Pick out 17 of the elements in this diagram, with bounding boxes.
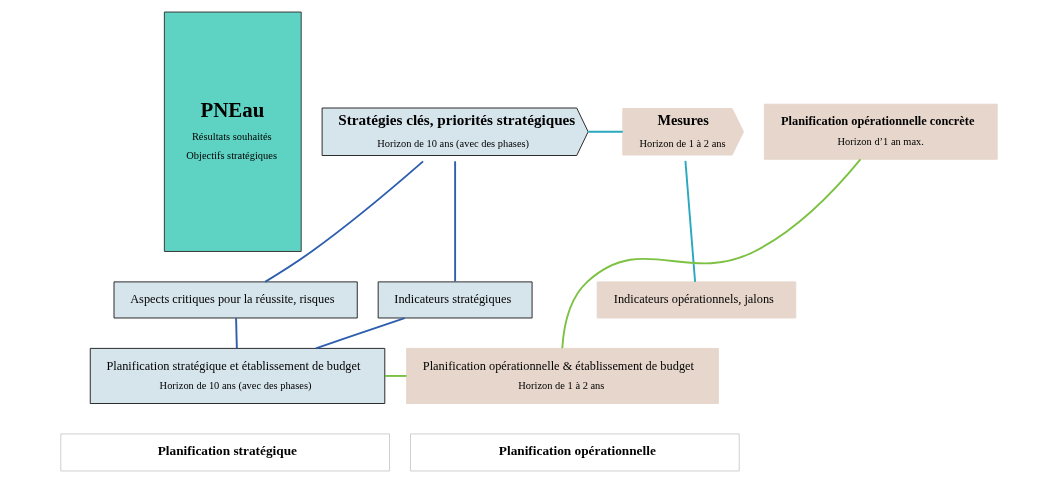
connector [263, 160, 424, 283]
node-box: Planification stratégique et établissement de budget Horizon de 10 ans (avec des phases) [89, 347, 385, 404]
node-box: Aspects critiques pour la réussite, risques [113, 281, 358, 319]
connector [383, 375, 408, 377]
connector [234, 317, 238, 350]
connector [453, 160, 456, 283]
node-box: Planification opérationnelle concrète Horizon d’1 an max. [763, 103, 998, 160]
connector [586, 130, 624, 133]
connector [314, 317, 406, 350]
node-box: Indicateurs stratégiques [377, 281, 533, 319]
connector [683, 159, 696, 283]
node-box: Planification opérationnelle [409, 433, 740, 472]
node-box: Planification stratégique [59, 433, 390, 472]
node-box: PNEau Résultats souhaités Objectifs stratégiques [163, 11, 302, 252]
connector [560, 158, 861, 350]
node-box: Indicateurs opérationnels, jalons [596, 281, 796, 319]
node-box: Planification opérationnelle & établissement de budget Horizon de 1 à 2 ans [405, 347, 719, 404]
